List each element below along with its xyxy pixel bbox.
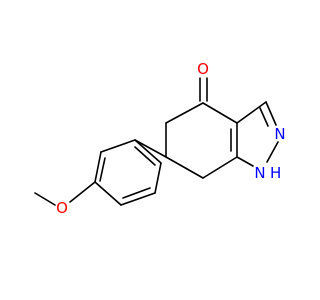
nh-nitrogen-label: N	[254, 164, 265, 182]
bond-ar2-ar3	[94, 151, 102, 183]
bond-aromatic-inner-3	[134, 146, 156, 166]
bond-oxygen-methyl	[34, 192, 56, 206]
bond-ar-oxygen	[69, 181, 96, 203]
bond-ar6-ar1	[134, 139, 162, 164]
bond-c7-c7a	[202, 156, 238, 179]
nh-hydrogen-label: H	[270, 164, 281, 182]
bond-ar4-ar5	[120, 192, 156, 206]
bond-ar1-ar2	[100, 139, 136, 153]
bond-c3-n2-double	[259, 107, 269, 127]
bond-c6-aryl	[134, 139, 167, 158]
bond-n1-c7a	[236, 156, 254, 167]
ring-nitrogen-label: N	[274, 125, 285, 143]
bond-n2-n1	[266, 141, 279, 163]
bond-c3a-c4	[202, 102, 238, 124]
bond-c3a-c3	[236, 101, 267, 124]
structure-canvas: O N N H O	[34, 60, 286, 217]
carbonyl-oxygen-label: O	[197, 60, 209, 78]
bond-ar5-ar6	[154, 162, 162, 194]
bond-c6-c7	[165, 156, 204, 179]
ether-oxygen-label: O	[56, 199, 68, 217]
molecule-diagram: O N N H O	[34, 60, 286, 217]
bond-aromatic-inner-2	[122, 187, 151, 199]
bond-c4-c5	[165, 102, 204, 124]
bond-c3-n2	[265, 101, 277, 126]
bond-aromatic-inner-1	[99, 157, 106, 182]
bond-ar3-ar4	[94, 181, 122, 206]
